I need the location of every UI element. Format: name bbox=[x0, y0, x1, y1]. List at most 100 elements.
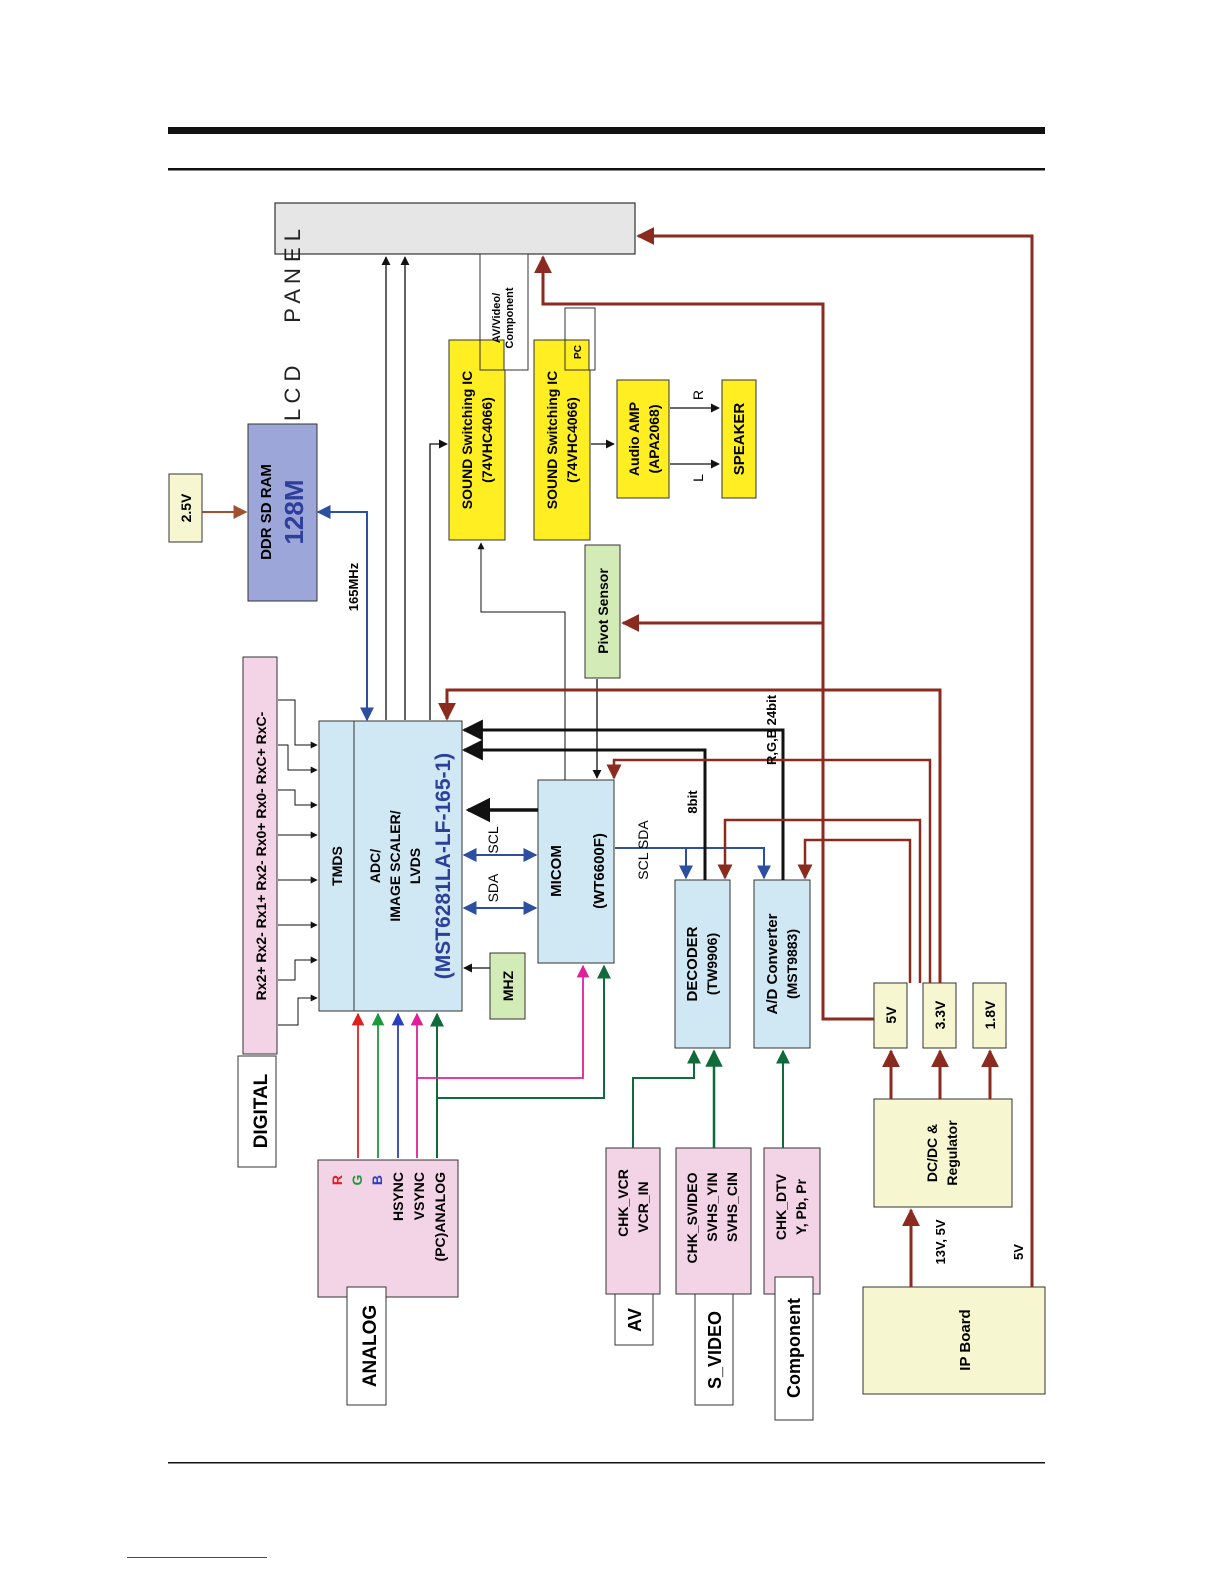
svg-text:Audio AMP: Audio AMP bbox=[626, 402, 642, 476]
rgb-24bit-label: R,G,B 24bit bbox=[764, 694, 779, 765]
speaker: SPEAKER bbox=[721, 379, 757, 499]
svg-text:(74VHC4066): (74VHC4066) bbox=[479, 397, 495, 483]
ram-title: DDR SD RAM bbox=[258, 464, 275, 560]
svg-text:G: G bbox=[349, 1174, 365, 1185]
svg-text:A/D Converter: A/D Converter bbox=[764, 913, 781, 1014]
wire-vsync-micom bbox=[437, 964, 611, 1099]
decoder: DECODER (TW9906) bbox=[674, 879, 731, 1049]
analog-label: ANALOG bbox=[360, 1305, 381, 1387]
wire-33v-adc bbox=[797, 838, 912, 983]
svg-text:SVHS_CIN: SVHS_CIN bbox=[724, 1172, 740, 1242]
digital-input-box: Rx2+ Rx2- Rx1+ Rx2- Rx0+ Rx0- RxC+ RxC- … bbox=[237, 656, 278, 1168]
svg-text:SVHS_YIN: SVHS_YIN bbox=[704, 1172, 720, 1241]
lcd-panel: L C D P A N E L bbox=[274, 202, 636, 421]
svg-text:(74VHC4066): (74VHC4066) bbox=[564, 397, 580, 483]
svg-text:3.3V: 3.3V bbox=[932, 1000, 948, 1029]
scaler-chip: (MST6281LA-LF-165-1) bbox=[432, 753, 455, 979]
micom: MICOM (WT6600F) bbox=[537, 779, 615, 964]
svg-text:HSYNC: HSYNC bbox=[390, 1172, 406, 1221]
dcdc-regulator: DC/DC & Regulator bbox=[873, 1098, 1013, 1208]
svg-text:(MST9883): (MST9883) bbox=[784, 929, 800, 999]
component-label: Component bbox=[784, 1298, 804, 1398]
wire-33v-decoder bbox=[717, 818, 922, 983]
svg-text:5V: 5V bbox=[883, 1006, 899, 1024]
rail-2-5v: 2.5V bbox=[168, 473, 203, 543]
svg-text:(PC)ANALOG: (PC)ANALOG bbox=[432, 1172, 448, 1262]
digital-label: DIGITAL bbox=[251, 1073, 272, 1148]
svg-text:1.8V: 1.8V bbox=[982, 1000, 998, 1029]
sda-label: SDA bbox=[485, 873, 501, 902]
ram-size: 128M bbox=[279, 479, 309, 544]
svg-text:IMAGE SCALER/: IMAGE SCALER/ bbox=[387, 810, 403, 921]
svg-text:Rx2+ Rx2- Rx1+ Rx2- Rx0+ Rx0-: Rx2+ Rx2- Rx1+ Rx2- Rx0+ Rx0- RxC+ RxC- bbox=[253, 711, 269, 1000]
ddr-sd-ram: DDR SD RAM 128M bbox=[247, 423, 318, 602]
av-input-box: CHK_VCR VCR_IN AV bbox=[605, 1147, 661, 1346]
svg-text:(APA2068): (APA2068) bbox=[646, 405, 662, 474]
top-rule bbox=[168, 127, 1045, 134]
svg-text:LVDS: LVDS bbox=[407, 848, 423, 884]
second-rule bbox=[168, 168, 1045, 171]
rail-1-8v: 1.8V bbox=[972, 982, 1007, 1049]
svideo-input-box: CHK_SVIDEO SVHS_YIN SVHS_CIN S_VIDEO bbox=[675, 1147, 752, 1406]
ip-board: IP Board bbox=[862, 1286, 1046, 1395]
wire-ram-bus bbox=[316, 505, 374, 722]
svg-text:(TW9906): (TW9906) bbox=[704, 933, 720, 995]
svg-text:B: B bbox=[369, 1175, 385, 1185]
component-input-box: CHK_DTV Y, Pb, Pr Component bbox=[763, 1147, 821, 1421]
wire-ip-5v-lcd bbox=[636, 227, 1034, 1287]
svg-text:IP Board: IP Board bbox=[957, 1309, 974, 1370]
wire-decoder-8bit bbox=[461, 739, 707, 880]
wire-hsync-micom bbox=[417, 964, 590, 1079]
sound-switching-ic-1: SOUND Switching IC (74VHC4066) AV/Video/… bbox=[448, 253, 529, 541]
svg-text:Pivot Sensor: Pivot Sensor bbox=[595, 568, 611, 654]
svideo-label: S_VIDEO bbox=[705, 1311, 725, 1389]
audio-amp: Audio AMP (APA2068) bbox=[616, 379, 670, 499]
svg-text:R: R bbox=[329, 1175, 345, 1185]
bottom-rule bbox=[168, 1462, 1045, 1464]
svg-text:SOUND Switching IC: SOUND Switching IC bbox=[459, 371, 475, 509]
image-scaler: TMDS ADC/ IMAGE SCALER/ LVDS (MST6281LA-… bbox=[318, 720, 463, 1012]
rail-5v: 5V bbox=[873, 982, 908, 1049]
svg-text:CHK_DTV: CHK_DTV bbox=[773, 1173, 789, 1240]
svg-text:SOUND Switching IC: SOUND Switching IC bbox=[544, 371, 560, 509]
mhz-clock: MHZ bbox=[489, 952, 526, 1020]
channel-r: R bbox=[690, 390, 706, 400]
svg-text:VCR_IN: VCR_IN bbox=[635, 1181, 651, 1232]
svg-text:ADC/: ADC/ bbox=[367, 849, 383, 883]
wire-33v-scaler bbox=[438, 688, 942, 983]
lcd-panel-label: L C D P A N E L bbox=[280, 229, 305, 421]
svg-text:DC/DC &: DC/DC & bbox=[924, 1124, 940, 1182]
wire-adc-rgb24 bbox=[461, 719, 785, 880]
pivot-sensor: Pivot Sensor bbox=[584, 544, 621, 679]
sound-ic-1-tab: AV/Video/Component bbox=[491, 287, 516, 348]
wire-micom-i2c bbox=[615, 847, 771, 880]
scl-sda-label: SCL SDA bbox=[635, 820, 651, 880]
channel-l: L bbox=[690, 474, 706, 482]
wire-av-decoder bbox=[632, 1049, 701, 1148]
svg-text:MICOM: MICOM bbox=[548, 845, 565, 897]
bus-165mhz-label: 165MHz bbox=[346, 562, 361, 611]
scl-label: SCL bbox=[485, 826, 501, 853]
svg-text:(WT6600F): (WT6600F) bbox=[591, 833, 608, 909]
svg-text:VSYNC: VSYNC bbox=[411, 1172, 427, 1220]
ad-converter: A/D Converter (MST9883) bbox=[753, 879, 811, 1049]
svg-text:CHK_VCR: CHK_VCR bbox=[615, 1169, 631, 1237]
wire-5v-rail bbox=[534, 255, 874, 1021]
v-5-label: 5V bbox=[1011, 1244, 1026, 1260]
wire-33v-micom bbox=[606, 758, 932, 983]
svg-text:Regulator: Regulator bbox=[944, 1120, 960, 1186]
svg-text:2.5V: 2.5V bbox=[178, 493, 194, 522]
sound-switching-ic-2: SOUND Switching IC (74VHC4066) PC bbox=[533, 307, 596, 541]
svg-text:DECODER: DECODER bbox=[684, 926, 701, 1001]
v-13-5-label: 13V, 5V bbox=[933, 1219, 948, 1264]
svg-text:Y, Pb, Pr: Y, Pb, Pr bbox=[793, 1178, 809, 1235]
analog-input-box: R G B HSYNC VSYNC (PC)ANALOG ANALOG bbox=[317, 1159, 459, 1406]
sound-ic-2-tab: PC bbox=[573, 345, 584, 359]
rail-3-3v: 3.3V bbox=[922, 982, 957, 1049]
tmds-label: TMDS bbox=[329, 846, 345, 886]
svg-text:SPEAKER: SPEAKER bbox=[731, 403, 748, 476]
footer-link-underline bbox=[127, 1557, 267, 1558]
wire-micom-soundic1 bbox=[477, 542, 566, 780]
svg-text:MHZ: MHZ bbox=[500, 970, 516, 1001]
